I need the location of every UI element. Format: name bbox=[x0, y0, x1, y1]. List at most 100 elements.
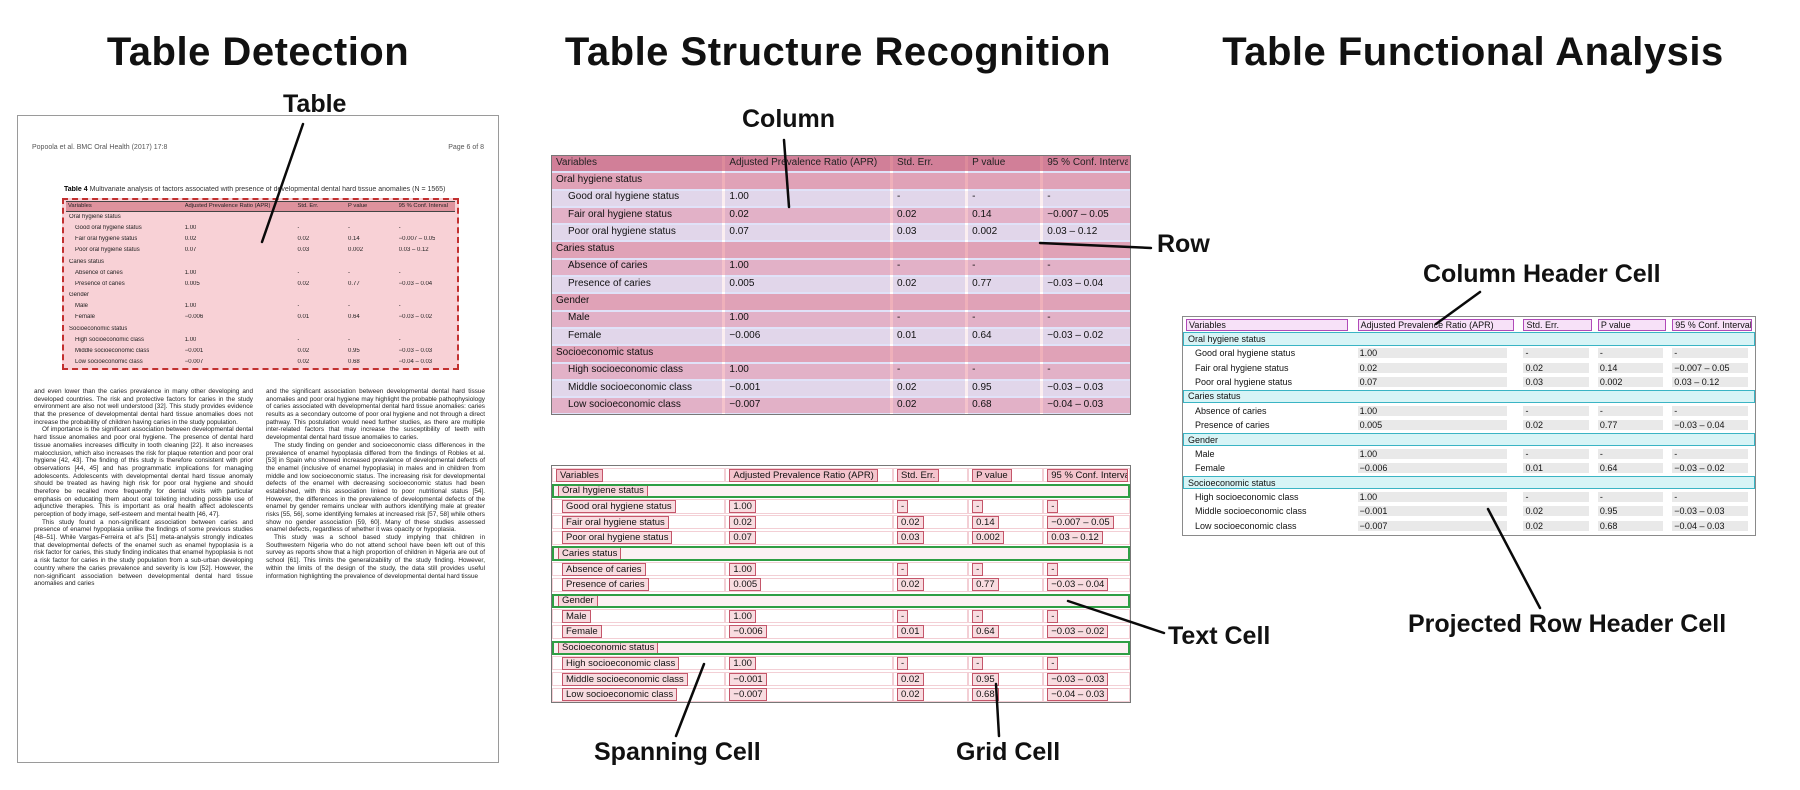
row-label-cell: Poor oral hygiene status bbox=[552, 226, 725, 240]
value-cell-text: −0.007 bbox=[1357, 520, 1508, 531]
projected-row-header: Oral hygiene status bbox=[1183, 332, 1755, 346]
row-label-cell: Presence of caries bbox=[1183, 419, 1355, 432]
row-label-cell-text: Good oral hygiene status bbox=[1195, 348, 1296, 359]
value-cell-text: 0.02 bbox=[297, 348, 310, 355]
value-cell-text: - bbox=[1047, 499, 1059, 513]
row-label-cell: Good oral hygiene status bbox=[66, 225, 183, 233]
value-cell-text: −0.007 – 0.05 bbox=[1047, 208, 1109, 220]
projected-row-header: Oral hygiene status bbox=[552, 483, 1130, 498]
row-label-cell-text: High socioeconomic class bbox=[568, 364, 684, 376]
value-cell-text: −0.006 bbox=[729, 625, 767, 639]
value-cell: −0.001 bbox=[183, 348, 296, 356]
row-label-cell-text: Female bbox=[562, 625, 602, 639]
value-cell: 0.005 bbox=[725, 578, 893, 592]
spanning-cell-text: Gender bbox=[556, 295, 590, 307]
value-cell: 0.02 bbox=[295, 281, 346, 289]
value-cell: 1.00 bbox=[725, 260, 893, 274]
value-cell: −0.04 – 0.03 bbox=[1043, 399, 1130, 413]
value-cell-text: −0.001 bbox=[729, 381, 761, 393]
value-cell: −0.04 – 0.03 bbox=[397, 359, 455, 367]
value-cell: 0.03 bbox=[893, 226, 968, 240]
value-cell: −0.03 – 0.04 bbox=[1043, 578, 1130, 592]
value-cell-text: - bbox=[972, 656, 984, 670]
value-cell-text: −0.007 – 0.05 bbox=[1672, 362, 1749, 373]
value-cell: −0.007 bbox=[725, 399, 893, 413]
row-label-cell: High socioeconomic class bbox=[1183, 491, 1355, 504]
value-cell: 0.07 bbox=[1355, 376, 1521, 389]
value-cell: - bbox=[893, 656, 968, 670]
value-cell-text: 0.77 bbox=[972, 578, 999, 592]
document-header-page-number: Page 6 of 8 bbox=[448, 144, 484, 151]
value-cell-text: - bbox=[897, 364, 901, 376]
value-cell: - bbox=[1043, 656, 1130, 670]
value-cell-text: 0.002 bbox=[1597, 377, 1664, 388]
row-label-cell-text: Female bbox=[568, 329, 602, 341]
value-cell-text: - bbox=[1047, 191, 1051, 203]
value-cell: - bbox=[968, 609, 1043, 623]
value-cell: −0.03 – 0.04 bbox=[397, 281, 455, 289]
value-cell-text: 0.005 bbox=[729, 578, 762, 592]
value-cell: - bbox=[1043, 312, 1130, 326]
value-cell-text: 0.64 bbox=[972, 329, 992, 341]
value-cell: - bbox=[295, 225, 346, 233]
panel-title-table-detection: Table Detection bbox=[106, 30, 410, 74]
column-header-cell-text: Adjusted Prevalence Ratio (APR) bbox=[729, 468, 878, 482]
value-cell: −0.03 – 0.03 bbox=[397, 348, 455, 356]
value-cell: 1.00 bbox=[725, 609, 893, 623]
row-label-cell-text: Low socioeconomic class bbox=[562, 688, 678, 702]
row-label-cell-text: Fair oral hygiene status bbox=[562, 515, 669, 529]
value-cell-text: 0.02 bbox=[1523, 362, 1590, 373]
row-label-cell: Good oral hygiene status bbox=[552, 499, 725, 513]
row-label-cell-text: High socioeconomic class bbox=[1195, 492, 1299, 503]
value-cell: −0.04 – 0.03 bbox=[1043, 688, 1130, 702]
value-cell: 1.00 bbox=[1355, 447, 1521, 460]
value-cell: 0.77 bbox=[346, 281, 397, 289]
row-label-cell: Middle socioeconomic class bbox=[552, 672, 725, 686]
value-cell: 0.64 bbox=[968, 625, 1043, 639]
value-cell: 0.02 bbox=[893, 578, 968, 592]
value-cell: −0.006 bbox=[725, 625, 893, 639]
row-label-cell: Absence of caries bbox=[1183, 404, 1355, 417]
value-cell-text: 0.14 bbox=[972, 515, 999, 529]
value-cell: - bbox=[893, 260, 968, 274]
value-cell: 1.00 bbox=[725, 656, 893, 670]
value-cell: 0.14 bbox=[968, 209, 1043, 223]
column-header-cell-text: Adjusted Prevalence Ratio (APR) bbox=[1357, 318, 1514, 331]
value-cell: 0.01 bbox=[893, 330, 968, 344]
value-cell: 0.005 bbox=[183, 281, 296, 289]
value-cell: 0.03 bbox=[295, 247, 346, 255]
value-cell-text: 0.68 bbox=[972, 688, 999, 702]
spanning-cell: Socioeconomic status bbox=[66, 326, 455, 334]
column-header-cell-text: Variables bbox=[1186, 318, 1348, 331]
spanning-cell-text: Gender bbox=[1188, 434, 1219, 445]
value-cell-text: 0.07 bbox=[184, 247, 197, 254]
annotation-projected-row-header-cell: Projected Row Header Cell bbox=[1408, 610, 1727, 638]
value-cell-text: - bbox=[1523, 348, 1590, 359]
value-cell-text: −0.007 – 0.05 bbox=[1047, 515, 1114, 529]
value-cell-text: 0.68 bbox=[348, 359, 360, 366]
projected-row-header: Caries status bbox=[66, 257, 455, 268]
value-cell-text: 0.07 bbox=[1357, 377, 1508, 388]
value-cell-text: 0.07 bbox=[729, 531, 756, 545]
value-cell: −0.03 – 0.03 bbox=[1669, 505, 1755, 518]
table-header-row: Variables Adjusted Prevalence Ratio (APR)… bbox=[1183, 318, 1755, 331]
value-cell-text: - bbox=[1672, 405, 1749, 416]
column-header-cell-text: 95 % Conf. Interval bbox=[1047, 468, 1129, 482]
value-cell: 0.03 – 0.12 bbox=[397, 247, 455, 255]
value-cell: 0.02 bbox=[893, 688, 968, 702]
value-cell-text: - bbox=[1047, 656, 1059, 670]
value-cell-text: −0.03 – 0.02 bbox=[1672, 463, 1749, 474]
value-cell: 0.03 – 0.12 bbox=[1043, 226, 1130, 240]
row-label-cell-text: Presence of caries bbox=[562, 578, 649, 592]
value-cell-text: - bbox=[297, 336, 300, 343]
value-cell: - bbox=[1043, 191, 1130, 205]
